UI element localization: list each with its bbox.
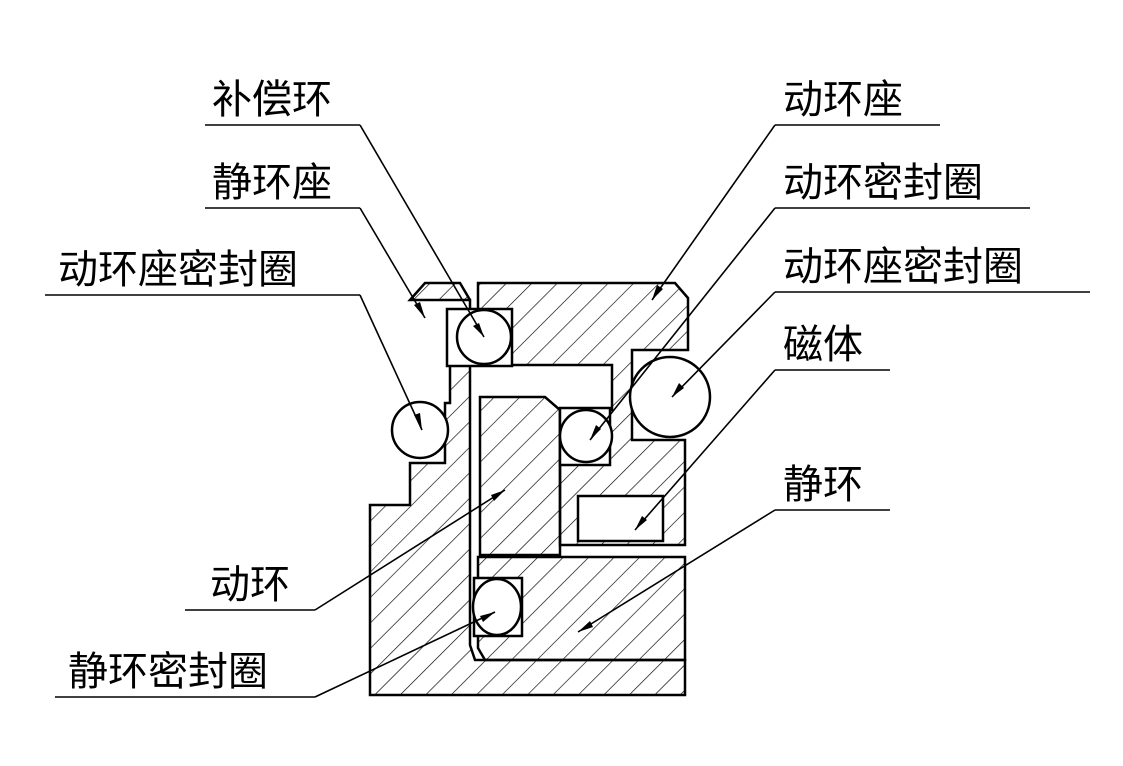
leader-moving-ring-seal [589, 207, 776, 441]
leader-static-ring-seal [314, 611, 496, 698]
leader-moving-ring-seat [651, 124, 776, 301]
leader-static-ring [577, 509, 776, 633]
label-moving-ring-seat-seal-left: 动环座密封圈 [58, 247, 298, 293]
leader-moving-ring [314, 489, 506, 611]
label-static-ring-seal: 静环密封圈 [68, 649, 268, 695]
leader-left-seat-seal [359, 294, 423, 431]
leader-compensation-ring [359, 124, 485, 338]
label-moving-ring-seat-seal-right: 动环座密封圈 [783, 244, 1023, 290]
label-compensation-ring: 补偿环 [212, 77, 332, 123]
right-seat-seal-oring [628, 355, 712, 439]
left-seat-seal-oring [390, 400, 450, 460]
leader-magnet [634, 369, 776, 531]
magnet-body [576, 494, 665, 543]
label-moving-ring-seat: 动环座 [783, 77, 903, 123]
label-static-ring-seat: 静环座 [212, 160, 332, 206]
moving-ring-seal-oring [558, 408, 614, 464]
label-magnet: 磁体 [783, 322, 863, 368]
leader-static-ring-seat [359, 207, 426, 319]
leader-right-seat-seal [671, 291, 776, 398]
moving-ring-body [478, 395, 562, 557]
static-ring-seal-oring [471, 577, 523, 637]
label-moving-ring-seal: 动环密封圈 [783, 160, 983, 206]
label-static-ring: 静环 [783, 462, 863, 508]
label-moving-ring: 动环 [210, 562, 290, 608]
